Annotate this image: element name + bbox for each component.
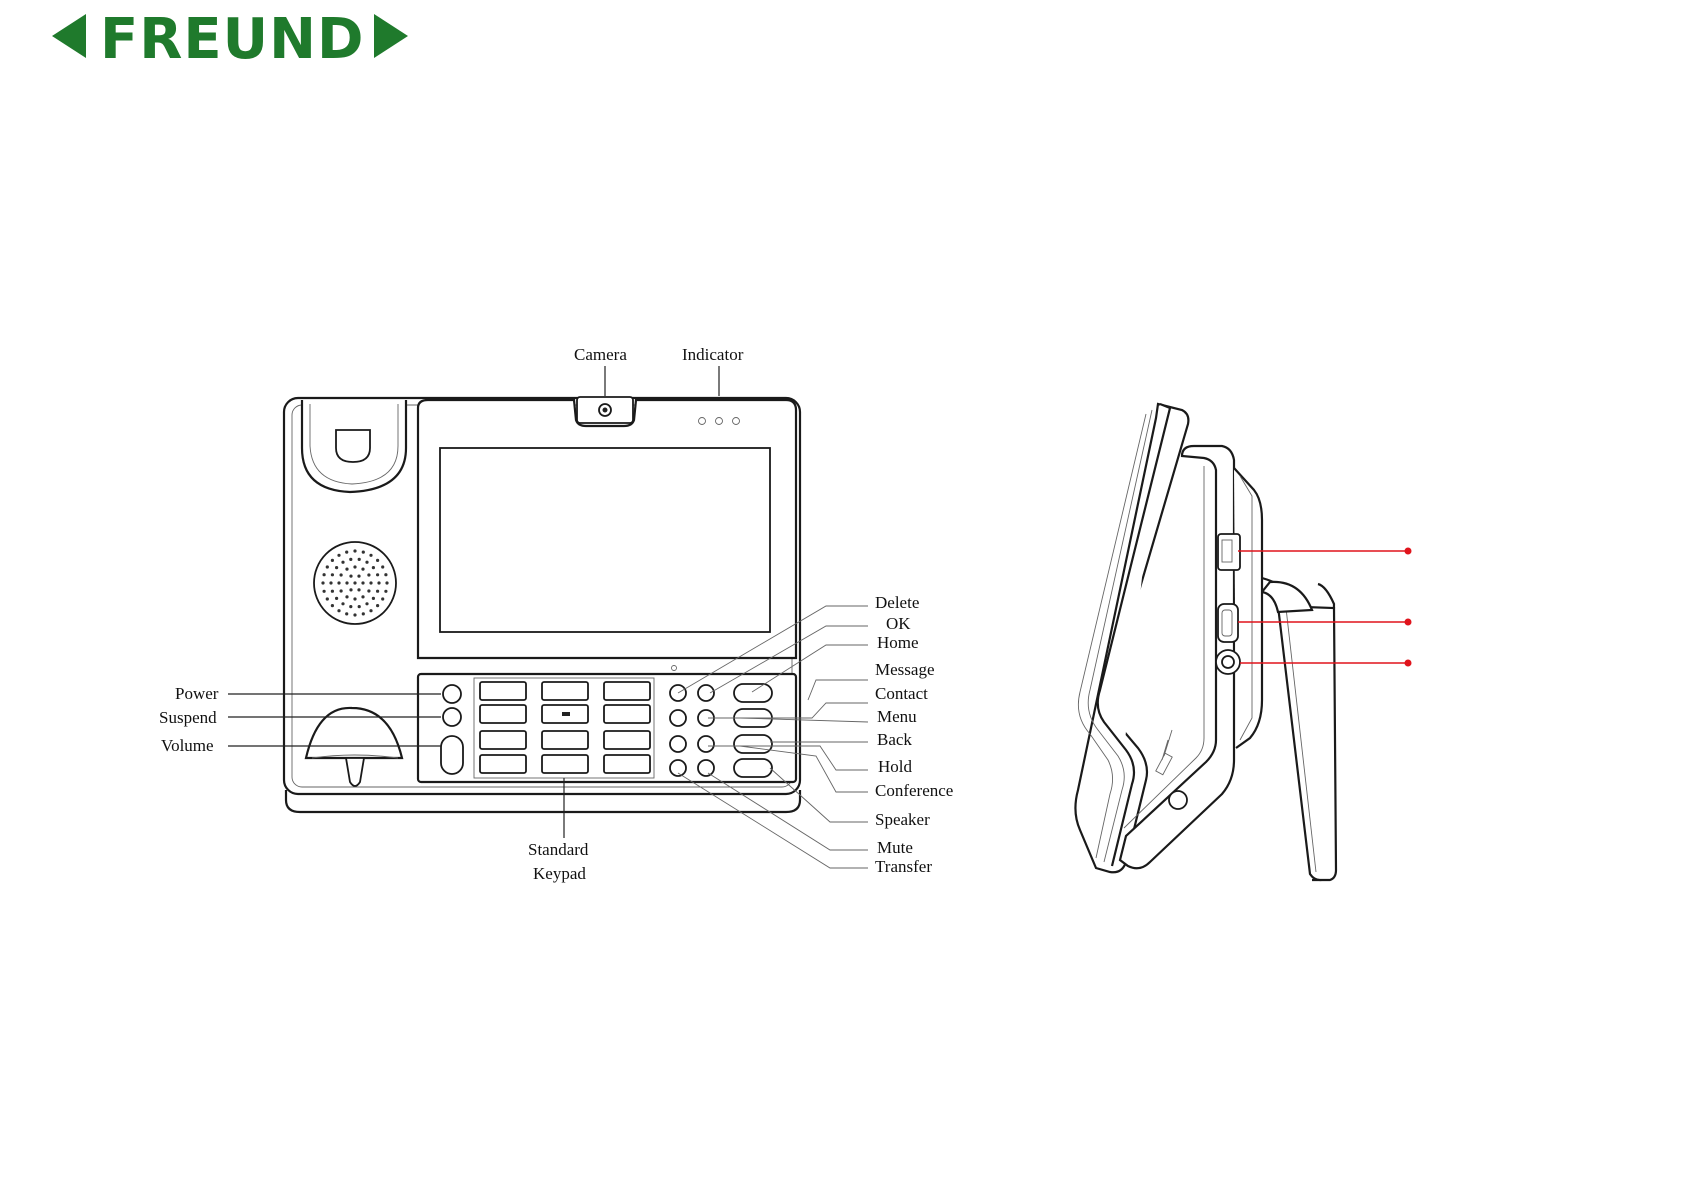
function-button[interactable] <box>698 760 714 776</box>
keypad-key[interactable] <box>604 755 650 773</box>
keypad-key[interactable] <box>604 705 650 723</box>
label-home: Home <box>877 633 919 652</box>
keypad-key[interactable] <box>480 705 526 723</box>
label-power: Power <box>175 684 219 703</box>
keypad-key[interactable] <box>480 731 526 749</box>
left-arrow-icon <box>52 14 86 58</box>
function-button[interactable] <box>670 760 686 776</box>
speaker-grille-icon <box>314 542 396 624</box>
label-conference: Conference <box>875 781 953 800</box>
label-camera: Camera <box>574 345 627 364</box>
keypad-key[interactable] <box>604 731 650 749</box>
keypad-key[interactable] <box>480 682 526 700</box>
keypad-key[interactable] <box>604 682 650 700</box>
function-button[interactable] <box>698 736 714 752</box>
phone-front-view <box>284 397 800 812</box>
label-ok: OK <box>886 614 911 633</box>
label-mute: Mute <box>877 838 913 857</box>
brand-logo: FREUND <box>52 7 408 72</box>
function-button[interactable] <box>698 685 714 701</box>
brand-name: FREUND <box>100 7 364 72</box>
label-transfer: Transfer <box>875 857 932 876</box>
keypad-key[interactable] <box>542 731 588 749</box>
label-standard: Standard <box>528 840 589 859</box>
function-button[interactable] <box>734 735 772 753</box>
keypad-key[interactable] <box>542 755 588 773</box>
usb-port-icon <box>1218 534 1240 570</box>
label-suspend: Suspend <box>159 708 217 727</box>
power-button[interactable] <box>443 685 461 703</box>
label-back: Back <box>877 730 912 749</box>
label-contact: Contact <box>875 684 928 703</box>
volume-button[interactable] <box>441 736 463 774</box>
suspend-button[interactable] <box>443 708 461 726</box>
label-message: Message <box>875 660 934 679</box>
label-keypad: Keypad <box>533 864 586 883</box>
phone-side-view <box>1075 404 1411 880</box>
hook-switch <box>336 430 370 462</box>
touch-screen[interactable] <box>440 448 770 632</box>
function-button[interactable] <box>670 736 686 752</box>
side-button <box>1169 791 1187 809</box>
function-button[interactable] <box>734 684 772 702</box>
right-arrow-icon <box>374 14 408 58</box>
keypad-key[interactable] <box>480 755 526 773</box>
label-volume: Volume <box>161 736 214 755</box>
label-speaker: Speaker <box>875 810 930 829</box>
function-button[interactable] <box>734 759 772 777</box>
label-menu: Menu <box>877 707 917 726</box>
keypad-key[interactable] <box>542 682 588 700</box>
function-button[interactable] <box>670 710 686 726</box>
label-indicator: Indicator <box>682 345 744 364</box>
label-hold: Hold <box>878 757 913 776</box>
label-delete: Delete <box>875 593 919 612</box>
